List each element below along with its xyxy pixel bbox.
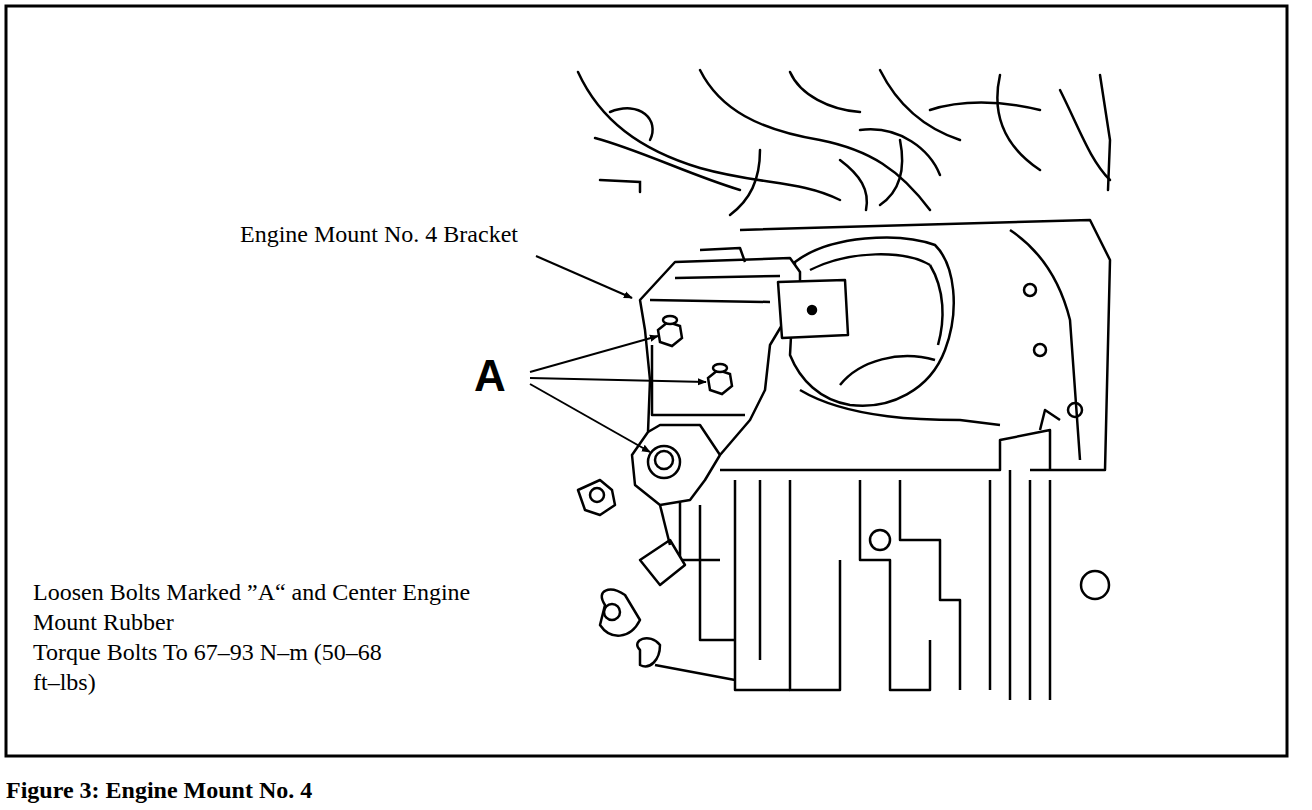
connector-parts-part bbox=[600, 590, 640, 636]
mount-bracket-part bbox=[650, 300, 770, 302]
transmission-case-part bbox=[1040, 410, 1060, 430]
leader-lines bbox=[530, 256, 706, 452]
bolts-part bbox=[708, 370, 732, 394]
connector-parts-part bbox=[660, 505, 670, 545]
transmission-case-part bbox=[989, 480, 992, 690]
transmission-case-part bbox=[1034, 344, 1046, 356]
figure-caption: Figure 3: Engine Mount No. 4 bbox=[6, 776, 312, 804]
bolts-part bbox=[655, 451, 673, 469]
mount-bracket-part bbox=[808, 306, 816, 314]
mount-bracket-part bbox=[700, 248, 745, 262]
transmission-case-part bbox=[1081, 571, 1109, 599]
transmission-case-part bbox=[1024, 284, 1036, 296]
hoses-part bbox=[790, 72, 860, 112]
mount-bracket-part bbox=[778, 280, 848, 338]
connector-parts-part bbox=[604, 604, 620, 620]
transmission-case-part bbox=[870, 530, 890, 550]
bolts-part bbox=[663, 316, 677, 324]
torque-note: Torque Bolts To 67–93 N–m (50–68 ft–lbs) bbox=[33, 637, 405, 697]
mount-rubber-part bbox=[930, 265, 943, 345]
callout-letter: A bbox=[474, 352, 506, 400]
mount-bracket bbox=[632, 248, 848, 505]
hoses-part bbox=[880, 140, 902, 205]
transmission-case-part bbox=[1029, 480, 1032, 700]
hoses bbox=[578, 70, 1110, 215]
mount-bracket-part bbox=[652, 345, 745, 415]
transmission-case-part bbox=[735, 480, 790, 690]
transmission-case-part bbox=[740, 220, 1110, 470]
transmission-case-part bbox=[1009, 470, 1012, 700]
note-text: Loosen Bolts Marked ”A“ and Center Engin… bbox=[33, 577, 515, 637]
connector-parts bbox=[578, 480, 735, 680]
leader-lines-part bbox=[530, 384, 650, 452]
leader-lines-part bbox=[530, 336, 658, 372]
hoses-part bbox=[595, 138, 740, 190]
mount-rubber-part bbox=[810, 254, 930, 270]
part-label: Engine Mount No. 4 Bracket bbox=[240, 219, 518, 249]
mount-rubber-part bbox=[840, 356, 935, 385]
bolts-part bbox=[713, 364, 727, 372]
connector-parts-part bbox=[655, 665, 735, 680]
transmission-case-part bbox=[1049, 480, 1052, 700]
bolts bbox=[648, 316, 732, 478]
hoses-part bbox=[700, 70, 930, 210]
hoses-part bbox=[610, 108, 653, 140]
hoses-part bbox=[1060, 90, 1110, 180]
bolts-part bbox=[648, 446, 680, 478]
hoses-part bbox=[840, 160, 867, 210]
connector-parts-part bbox=[637, 638, 660, 666]
connector-parts-part bbox=[640, 540, 685, 585]
frame bbox=[6, 6, 1287, 756]
mount-bracket-part bbox=[675, 276, 780, 278]
hoses-part bbox=[860, 129, 940, 175]
leader-lines-part bbox=[536, 256, 632, 298]
mount-rubber-part bbox=[800, 390, 1000, 425]
transmission-case-part bbox=[759, 480, 762, 660]
transmission-case-part bbox=[860, 480, 930, 690]
hoses-part bbox=[930, 103, 1040, 111]
connector-parts-part bbox=[578, 480, 615, 515]
transmission-case-part bbox=[720, 430, 1050, 470]
transmission-case-part bbox=[700, 505, 735, 640]
hoses-part bbox=[600, 180, 640, 192]
transmission-case-part bbox=[790, 480, 840, 690]
hoses-part bbox=[997, 75, 1040, 170]
hoses-part bbox=[730, 150, 760, 215]
leader-lines-part bbox=[530, 378, 706, 382]
hoses-part bbox=[1100, 75, 1110, 190]
transmission-case-part bbox=[1068, 403, 1082, 417]
bolts-part bbox=[658, 322, 682, 346]
connector-parts-part bbox=[590, 488, 604, 502]
transmission-case-part bbox=[900, 480, 960, 690]
transmission-case-part bbox=[1010, 230, 1080, 460]
